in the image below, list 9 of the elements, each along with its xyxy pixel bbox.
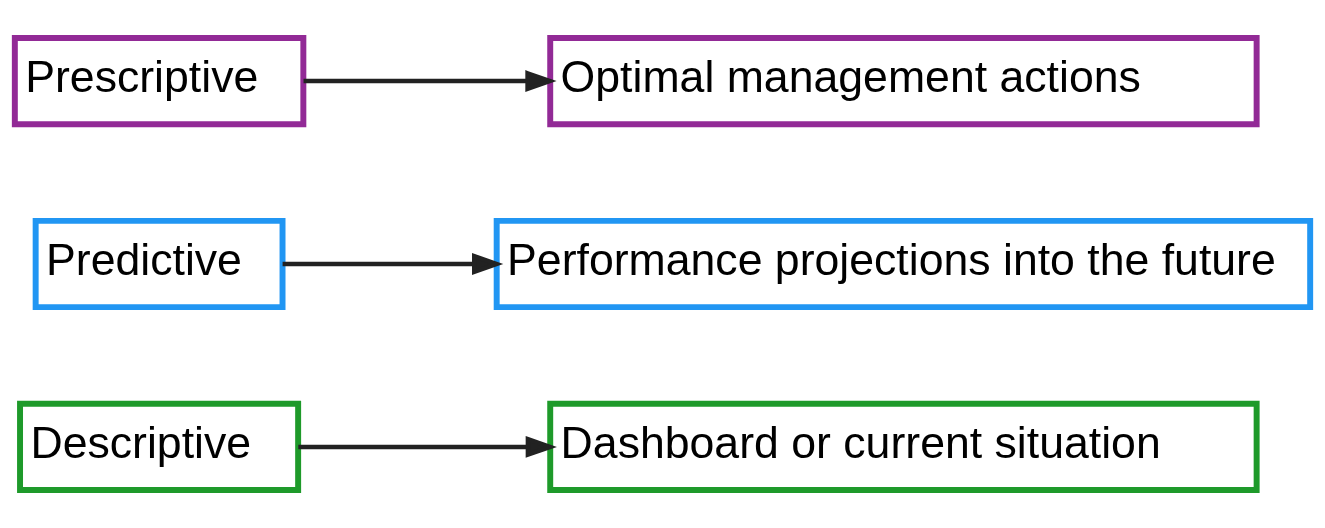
node-box: Performance projections into the future [493, 217, 1314, 311]
arrow [282, 253, 504, 275]
arrow [298, 435, 557, 458]
node-box: Prescriptive [11, 34, 307, 128]
node-box: Optimal management actions [547, 34, 1260, 128]
node-box: Predictive [32, 217, 286, 311]
node-box: Descriptive [17, 400, 302, 494]
node-box: Dashboard or current situation [547, 400, 1260, 494]
arrow [303, 70, 557, 93]
